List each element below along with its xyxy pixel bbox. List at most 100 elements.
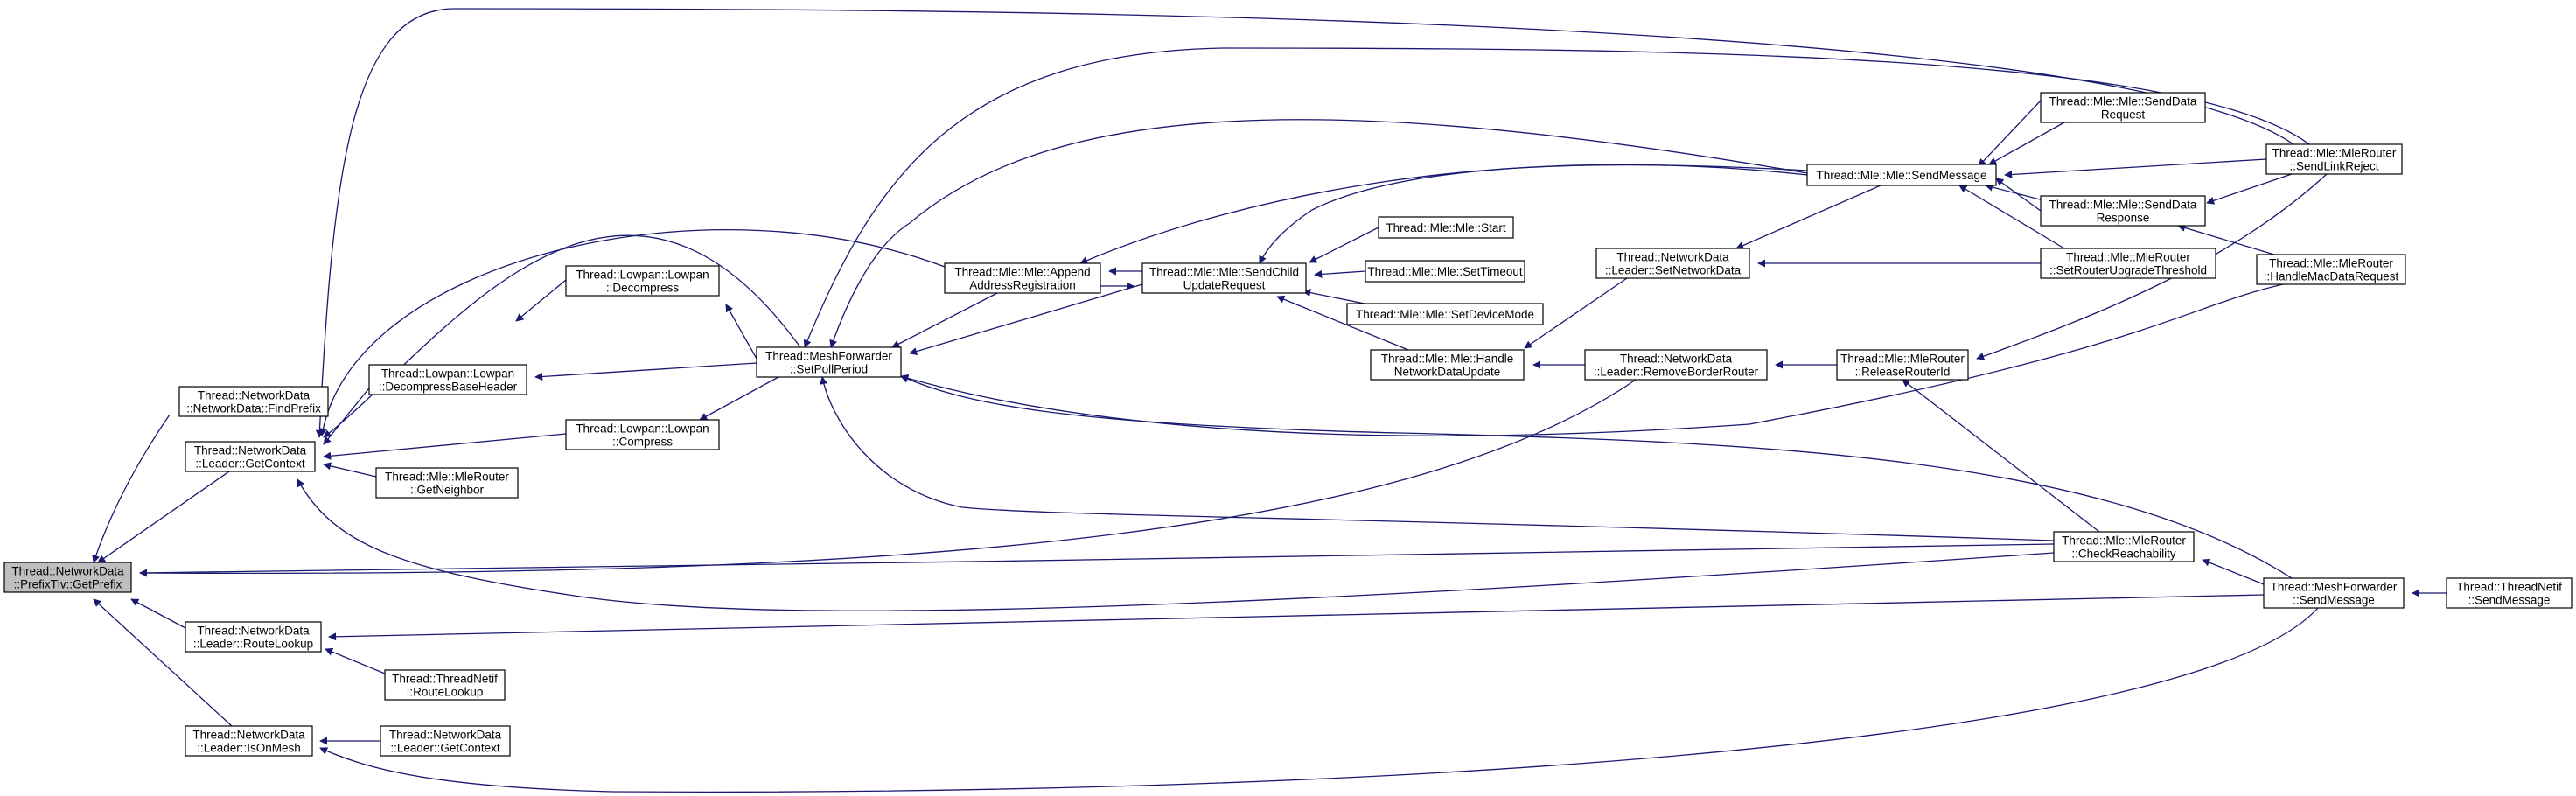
node-label-line: Thread::MeshForwarder (2271, 581, 2398, 594)
node-label-line: Thread::ThreadNetif (392, 673, 498, 686)
node-n26[interactable]: Thread::Mle::MleRouter::SendLinkReject (2265, 143, 2403, 175)
node-label-line: Thread::Mle::Mle::SendMessage (1816, 169, 1986, 182)
edge-n25-to-n0 (139, 543, 2055, 577)
node-box (185, 621, 322, 653)
node-label-line: Thread::Lowpan::Lowpan (381, 367, 514, 381)
edge-n26-to-n2 (315, 8, 2294, 438)
node-label-line: NetworkDataUpdate (1394, 366, 1501, 379)
node-label-line: Thread::Mle::Mle::SendChild (1149, 266, 1299, 279)
node-box (368, 364, 527, 395)
node-box (2446, 577, 2573, 609)
node-box (2040, 92, 2206, 123)
edge-n6-to-n2 (323, 462, 377, 478)
edge-n23-to-n20 (1995, 178, 2042, 212)
node-n12[interactable]: Thread::Mle::Mle::AppendAddressRegistrat… (944, 262, 1101, 294)
node-label-line: ::SetPollPeriod (790, 363, 868, 376)
node-label-line: ::Leader::IsOnMesh (197, 742, 301, 755)
node-n17[interactable]: Thread::Mle::Mle::HandleNetworkDataUpdat… (1370, 349, 1525, 381)
node-n14[interactable]: Thread::Mle::Mle::Start (1378, 216, 1514, 239)
edge-n25-to-n11 (820, 376, 2055, 541)
node-label-line: Thread::Mle::Mle::Handle (1381, 353, 1514, 366)
node-n3[interactable]: Thread::NetworkData::Leader::RouteLookup (185, 621, 322, 653)
node-label-line: Thread::NetworkData (194, 444, 307, 457)
node-n24[interactable]: Thread::Mle::MleRouter::SetRouterUpgrade… (2040, 248, 2216, 279)
nodes: Thread::NetworkData::PrefixTlv::GetPrefi… (3, 92, 2573, 757)
node-n10[interactable]: Thread::Lowpan::Lowpan::Compress (565, 419, 720, 450)
node-n21[interactable]: Thread::Mle::MleRouter::ReleaseRouterId (1836, 349, 1969, 381)
node-label-line: Thread::Lowpan::Lowpan (576, 269, 709, 282)
edge-n22-to-n20 (1988, 122, 2065, 165)
node-box (178, 386, 329, 417)
node-label-line: Thread::Mle::Mle::SendData (2049, 199, 2197, 212)
edge-n11-to-n10 (699, 376, 779, 421)
edge-n5-to-n2 (323, 384, 373, 445)
node-n2[interactable]: Thread::NetworkData::Leader::GetContext (185, 441, 316, 472)
node-label-line: ::Leader::RemoveBorderRouter (1594, 366, 1759, 379)
node-n15[interactable]: Thread::Mle::Mle::SetTimeout (1365, 260, 1525, 283)
node-box (1595, 248, 1750, 279)
edge-n25-to-n21 (1902, 379, 2100, 533)
node-box (185, 441, 316, 472)
node-n6[interactable]: Thread::Mle::MleRouter::GetNeighbor (375, 467, 519, 499)
node-label-line: ::Leader::GetContext (390, 742, 500, 755)
node-box (1370, 349, 1525, 381)
edge-n27-to-n11 (900, 283, 2284, 436)
node-n20[interactable]: Thread::Mle::Mle::SendMessage (1806, 164, 1997, 186)
node-label-line: ::SetRouterUpgradeThreshold (2049, 264, 2207, 277)
node-n1[interactable]: Thread::NetworkData::NetworkData::FindPr… (178, 386, 329, 417)
node-n19[interactable]: Thread::NetworkData::Leader::RemoveBorde… (1584, 349, 1768, 381)
node-n5[interactable]: Thread::Lowpan::Lowpan::DecompressBaseHe… (368, 364, 527, 395)
node-box (756, 346, 902, 378)
node-box (1365, 260, 1525, 283)
node-label-line: Thread::Lowpan::Lowpan (576, 422, 709, 436)
node-n18[interactable]: Thread::NetworkData::Leader::SetNetworkD… (1595, 248, 1750, 279)
edge-n28-to-n25 (2202, 558, 2265, 585)
node-label-line: Thread::NetworkData (1616, 251, 1729, 264)
edge-n20-to-n13 (1259, 164, 1808, 264)
node-label-line: Request (2101, 108, 2146, 122)
edge-n19-to-n0 (139, 379, 1637, 577)
node-box (1141, 262, 1307, 294)
node-box (1806, 164, 1997, 186)
node-label-line: Thread::Mle::Mle::Append (954, 266, 1090, 279)
node-n0[interactable]: Thread::NetworkData::PrefixTlv::GetPrefi… (3, 562, 132, 593)
edge-n14-to-n13 (1309, 227, 1379, 263)
node-label-line: ::Leader::SetNetworkData (1605, 264, 1742, 277)
edge-n17-to-n13 (1276, 295, 1409, 351)
edge-n25-to-n2 (297, 478, 2055, 611)
node-label-line: Thread::NetworkData (198, 389, 311, 402)
node-label-line: Thread::Mle::Mle::Start (1386, 221, 1506, 234)
node-n4[interactable]: Thread::NetworkData::Leader::IsOnMesh (185, 725, 313, 757)
node-label-line: Thread::Mle::MleRouter (2066, 251, 2190, 264)
node-n25[interactable]: Thread::Mle::MleRouter::CheckReachabilit… (2053, 531, 2195, 562)
edge-n24-to-n20 (1958, 185, 2065, 249)
node-n27[interactable]: Thread::Mle::MleRouter::HandleMacDataReq… (2256, 254, 2406, 285)
edge-n28-to-n11 (900, 375, 2293, 579)
node-label-line: AddressRegistration (969, 279, 1076, 292)
node-box (1346, 303, 1544, 325)
edge-n28-to-n4 (319, 607, 2319, 793)
node-box (2256, 254, 2406, 285)
node-n9[interactable]: Thread::Lowpan::Lowpan::Decompress (565, 265, 720, 297)
node-n11[interactable]: Thread::MeshForwarder::SetPollPeriod (756, 346, 902, 378)
edge-n3-to-n0 (130, 598, 186, 629)
edge-n28-to-n3 (328, 594, 2265, 641)
node-n29[interactable]: Thread::ThreadNetif::SendMessage (2446, 577, 2573, 609)
node-box (944, 262, 1101, 294)
node-n8[interactable]: Thread::NetworkData::Leader::GetContext (380, 725, 511, 757)
node-n16[interactable]: Thread::Mle::Mle::SetDeviceMode (1346, 303, 1544, 325)
edge-n2-to-n0 (97, 471, 230, 563)
edge-n7-to-n3 (325, 647, 386, 674)
node-label-line: ::Decompress (606, 282, 680, 295)
node-label-line: ::NetworkData::FindPrefix (186, 402, 321, 415)
node-n28[interactable]: Thread::MeshForwarder::SendMessage (2263, 577, 2405, 609)
node-label-line: ::RouteLookup (407, 686, 484, 699)
edge-n4-to-n0 (93, 598, 233, 727)
node-label-line: ::DecompressBaseHeader (379, 381, 518, 394)
node-box (565, 265, 720, 297)
edge-n20-to-n18 (1735, 185, 1881, 249)
node-n7[interactable]: Thread::ThreadNetif::RouteLookup (384, 669, 506, 701)
